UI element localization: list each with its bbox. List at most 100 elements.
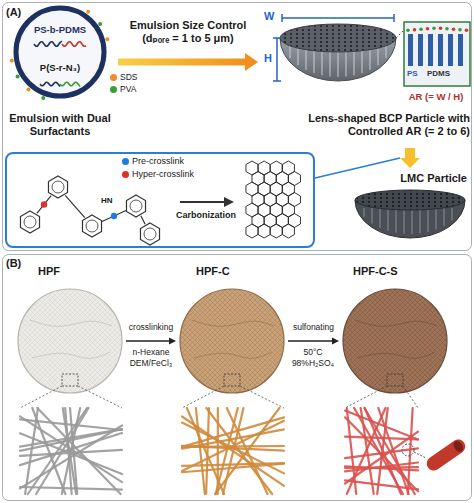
- membrane-node: HPF-C: [176, 261, 288, 395]
- fiber: [345, 432, 418, 484]
- annotation-label: H: [264, 52, 272, 65]
- panel-frame: [3, 255, 472, 501]
- aromatic-circle: [86, 220, 98, 232]
- node-label: HPF-C: [196, 265, 230, 278]
- surfactant-dot: [458, 28, 462, 32]
- surfactant-dot: [98, 22, 102, 26]
- emulsion-droplet-node: PS-b-PDMSP(S-r-N₃)Emulsion with Dual Sur…: [5, 6, 118, 148]
- benzene-ring: [20, 211, 39, 233]
- annotation-label: (B): [6, 257, 21, 270]
- annotation-label: HN: [100, 196, 114, 206]
- pre-crosslink-dot: [111, 213, 117, 219]
- process-arrow: [288, 338, 339, 345]
- arrowhead: [332, 338, 339, 345]
- membrane-node: HPF: [14, 261, 126, 395]
- benzene-ring: [82, 215, 101, 237]
- process-arrow: [126, 338, 176, 345]
- arrow-shaft: [405, 148, 415, 158]
- surfactant-dot: [465, 28, 469, 32]
- surfactant-dot: [86, 10, 90, 14]
- pore-channel: [380, 208, 381, 228]
- legend-label: SDS: [120, 72, 137, 82]
- fiber: [187, 408, 224, 494]
- annotation-label: 50°C: [286, 347, 340, 357]
- carbonization-arrow: [180, 201, 226, 203]
- pore-channel: [388, 208, 389, 231]
- lmc-top: [355, 190, 465, 210]
- arrow-shaft: [118, 59, 245, 66]
- carbonization-arrowhead: [224, 197, 234, 207]
- fiber: [20, 487, 122, 490]
- fiber: [182, 421, 284, 471]
- zoom-leader: [20, 386, 62, 408]
- polymer-chain: [60, 82, 80, 86]
- legend-item: Hyper-crosslink: [122, 169, 194, 180]
- zoom-inset: [404, 22, 470, 86]
- legend-item: SDS: [110, 72, 137, 82]
- legend-swatch: [122, 158, 129, 165]
- node-label: Carbonization: [168, 210, 244, 221]
- chemical-bond: [141, 216, 145, 224]
- fiber: [206, 408, 272, 494]
- annotation-label: 98%H₂SO₄: [286, 358, 340, 368]
- fiber: [20, 429, 122, 446]
- aromatic-circle: [144, 228, 156, 240]
- surfactant-dot: [16, 75, 20, 79]
- membrane-fold: [32, 352, 110, 358]
- fiber: [345, 466, 418, 469]
- benzene-ring: [48, 176, 67, 198]
- membrane-fold: [192, 320, 274, 326]
- ps-cylinder: [408, 34, 413, 66]
- graphene-hexagon: [258, 224, 270, 238]
- fiber: [354, 408, 403, 494]
- legend-swatch: [110, 74, 117, 81]
- pore-channel: [412, 208, 413, 234]
- annotation-label: PS: [407, 69, 418, 79]
- zoom-box: [62, 374, 78, 386]
- process-arrow: [400, 148, 420, 168]
- pore-channel: [386, 46, 387, 58]
- pore-channel: [298, 46, 299, 65]
- legend-label: PVA: [120, 84, 136, 94]
- ps-cylinder: [438, 34, 443, 66]
- zoom-leader: [403, 386, 418, 408]
- zoom-leader: [414, 452, 426, 458]
- surfactant-dot: [432, 26, 436, 30]
- surfactant-dot: [445, 27, 449, 31]
- annotation-label: AR (= W / H): [400, 91, 472, 102]
- ps-cylinder: [448, 34, 453, 66]
- chemical-bond: [37, 196, 51, 214]
- annotation-label: (A): [6, 6, 21, 19]
- zoom-leader: [182, 386, 224, 408]
- pore-channel: [364, 208, 365, 217]
- node-label: Lens-shaped BCP Particle with Controlled…: [292, 112, 470, 138]
- fiber: [37, 408, 120, 494]
- membrane-fold: [30, 320, 112, 326]
- membrane-disc: [180, 289, 284, 393]
- zoom-box: [387, 374, 403, 386]
- chemistry-box: Carbonization: [5, 152, 315, 248]
- zoom-leader: [240, 386, 284, 408]
- zoom-circle: [402, 444, 414, 456]
- panel-frame: [3, 3, 472, 251]
- node-label: PS-b-PDMS: [25, 24, 95, 35]
- emulsion-droplet: [16, 8, 104, 96]
- membrane-fold: [357, 352, 435, 358]
- legend-item: Pre-crosslink: [122, 156, 184, 167]
- lens-top: [280, 24, 396, 52]
- node-label: HPF-C-S: [353, 265, 398, 278]
- ps-cylinder: [418, 34, 423, 66]
- zoom-box: [224, 374, 240, 386]
- arrow-label: Emulsion Size Control (dₚₒᵣₑ = 1 to 5 μm…: [122, 19, 254, 45]
- fiber: [345, 466, 418, 470]
- surfactant-dot: [439, 26, 443, 30]
- node-label: LMC Particle: [365, 172, 467, 185]
- legend-swatch: [110, 86, 117, 93]
- arrowhead: [169, 338, 176, 345]
- membrane-fold: [194, 352, 272, 358]
- arrow-label: crosslinking: [123, 322, 179, 332]
- fiber: [196, 408, 205, 494]
- membrane-node: HPF-C-S: [339, 261, 451, 395]
